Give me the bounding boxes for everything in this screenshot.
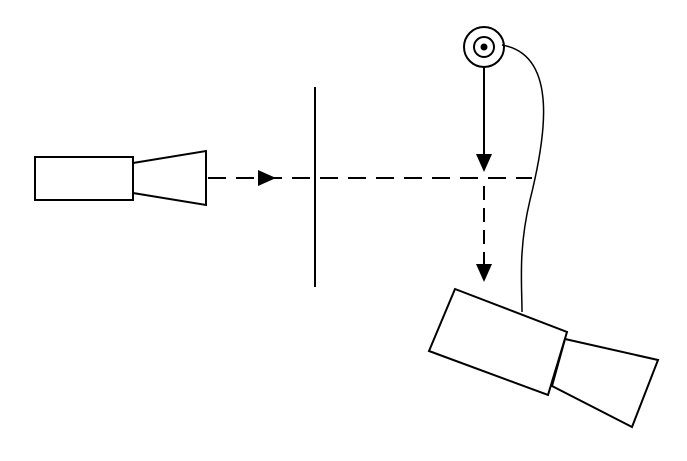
- right-camera-icon: [427, 287, 660, 429]
- left-camera-body: [34, 156, 134, 201]
- right-camera-lens: [550, 337, 660, 429]
- right-camera-body: [427, 287, 569, 397]
- beam-arrow-down-icon: [476, 154, 492, 172]
- light-source-inner-ring: [473, 36, 495, 58]
- cable-connection: [501, 44, 545, 313]
- beam-arrow-down-icon-2: [476, 264, 492, 282]
- beam-arrow-right-icon: [258, 170, 276, 186]
- left-camera-lens: [132, 149, 207, 207]
- light-source-icon: [463, 26, 505, 68]
- left-camera-icon: [34, 149, 207, 207]
- light-source-center-dot: [480, 43, 488, 51]
